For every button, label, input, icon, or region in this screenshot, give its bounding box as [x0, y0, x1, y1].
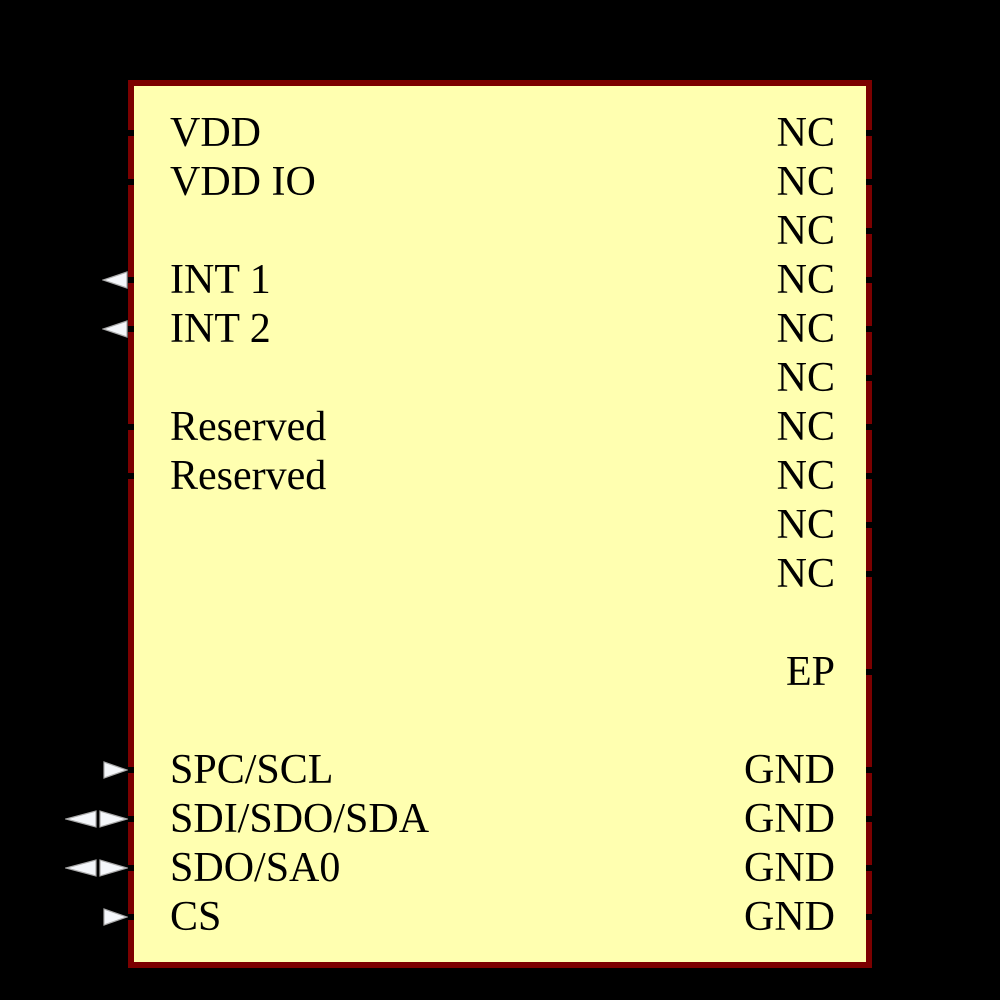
pin-label-int-1[interactable]: INT 1 — [170, 257, 271, 303]
pin-stub — [866, 326, 879, 332]
pin-stub — [866, 473, 879, 479]
pin-label-nc[interactable]: NC — [776, 208, 835, 254]
pin-label-nc[interactable]: NC — [776, 404, 835, 450]
pin-stub — [866, 669, 879, 675]
ic-symbol-body[interactable] — [128, 80, 872, 968]
pin-label-nc[interactable]: NC — [776, 355, 835, 401]
pin-label-vdd-io[interactable]: VDD IO — [170, 159, 316, 205]
pin-arrow-input-icon — [103, 761, 128, 779]
pin-label-cs[interactable]: CS — [170, 894, 222, 940]
pin-stub — [121, 130, 134, 136]
pin-stub — [866, 375, 879, 381]
pin-stub — [121, 179, 134, 185]
pin-stub — [866, 228, 879, 234]
pin-label-spc-scl[interactable]: SPC/SCL — [170, 747, 334, 793]
pin-arrow-bidir-left-icon — [65, 859, 97, 877]
pin-stub — [866, 767, 879, 773]
pin-label-nc[interactable]: NC — [776, 551, 835, 597]
pin-label-nc[interactable]: NC — [776, 159, 835, 205]
pin-label-reserved[interactable]: Reserved — [170, 404, 327, 450]
pin-stub — [866, 179, 879, 185]
pin-arrow-input-icon — [103, 908, 128, 926]
pin-label-nc[interactable]: NC — [776, 453, 835, 499]
pin-label-int-2[interactable]: INT 2 — [170, 306, 271, 352]
pin-stub — [866, 424, 879, 430]
pin-stub — [866, 914, 879, 920]
pin-label-nc[interactable]: NC — [776, 257, 835, 303]
pin-arrow-bidir-right-icon — [99, 810, 128, 828]
pin-stub — [866, 130, 879, 136]
pin-stub — [866, 816, 879, 822]
pin-label-sdi-sdo-sda[interactable]: SDI/SDO/SDA — [170, 796, 430, 842]
pin-label-nc[interactable]: NC — [776, 502, 835, 548]
pin-label-gnd[interactable]: GND — [744, 894, 835, 940]
pin-stub — [121, 424, 134, 430]
pin-arrow-bidir-left-icon — [65, 810, 97, 828]
pin-arrow-output-icon — [102, 271, 128, 289]
pin-stub — [866, 865, 879, 871]
pin-label-nc[interactable]: NC — [776, 306, 835, 352]
pin-label-gnd[interactable]: GND — [744, 796, 835, 842]
pin-arrow-bidir-right-icon — [99, 859, 128, 877]
pin-stub — [121, 473, 134, 479]
pin-label-ep[interactable]: EP — [785, 649, 835, 695]
pin-label-reserved[interactable]: Reserved — [170, 453, 327, 499]
pin-arrow-output-icon — [102, 320, 128, 338]
pin-stub — [866, 522, 879, 528]
pin-label-nc[interactable]: NC — [776, 110, 835, 156]
pin-label-gnd[interactable]: GND — [744, 845, 835, 891]
pin-label-sdo-sa0[interactable]: SDO/SA0 — [170, 845, 341, 891]
pin-stub — [866, 571, 879, 577]
pin-label-vdd[interactable]: VDD — [170, 110, 261, 156]
pin-label-gnd[interactable]: GND — [744, 747, 835, 793]
pin-stub — [866, 277, 879, 283]
